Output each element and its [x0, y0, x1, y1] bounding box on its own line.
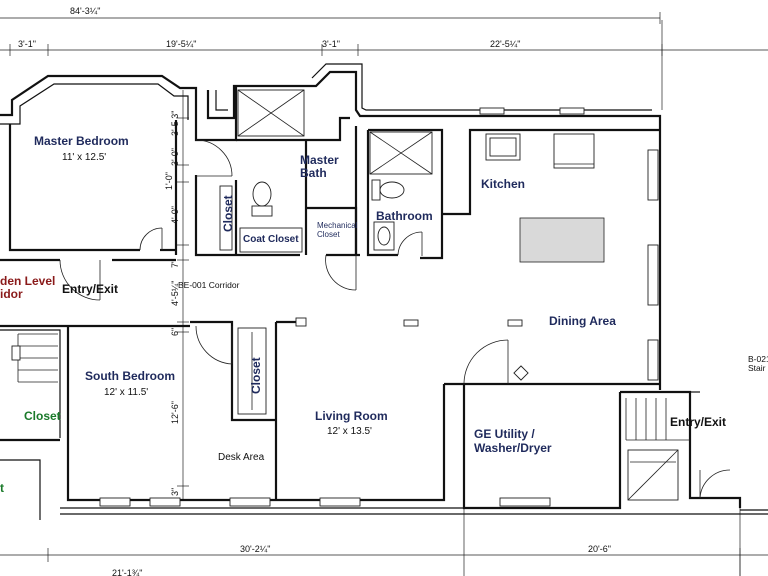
label-entry-exit-left: Entry/Exit [62, 282, 118, 296]
label-edge-t: t [0, 481, 4, 495]
dim-top-total: 84'-3¼" [70, 6, 100, 16]
label-corridor: BE-001 Corridor [178, 280, 240, 290]
dim-v-i: 3" [170, 488, 180, 496]
label-closet-vertical-2: Closet [249, 357, 263, 394]
label-utility-2: Washer/Dryer [474, 441, 552, 455]
label-entry-exit-right: Entry/Exit [670, 415, 726, 429]
label-closet-vertical: Closet [221, 195, 235, 232]
room-labels: Master Bedroom 11' x 12.5' Master Bath C… [0, 134, 768, 495]
dim-v-b: 3'-0" [170, 148, 180, 166]
label-south-bedroom-size: 12' x 11.5' [104, 387, 148, 398]
label-mechanical-1: Mechanical [317, 221, 358, 230]
label-master-bedroom-size: 11' x 12.5' [62, 152, 106, 163]
fixtures [11, 89, 690, 501]
dim-bottom-c: 21'-1¾" [112, 568, 142, 576]
label-stair-ref-2: Stair [748, 363, 766, 373]
dim-bottom-a: 30'-2¼" [240, 544, 270, 554]
label-south-bedroom: South Bedroom [85, 369, 175, 383]
dim-top-d: 22'-5¼" [490, 39, 520, 49]
label-bathroom: Bathroom [376, 209, 433, 223]
dim-top-c: 3'-1" [322, 39, 340, 49]
dimension-text: 84'-3¼" 3'-1" 19'-5¼" 3'-1" 22'-5¼" 30'-… [18, 6, 611, 576]
label-master-bath-1: Master [300, 153, 339, 167]
dim-bottom-b: 20'-6" [588, 544, 611, 554]
label-living-room-size: 12' x 13.5' [327, 426, 372, 437]
dim-v-g: 6" [170, 328, 180, 336]
dim-v-c: 1'-0" [164, 172, 174, 190]
doors [59, 139, 731, 499]
dim-v-f: 4'-5¼" [170, 281, 180, 306]
label-master-bedroom: Master Bedroom [34, 134, 129, 148]
dim-v-d: 4'-0" [170, 206, 180, 224]
label-mechanical-2: Closet [317, 230, 340, 239]
windows [99, 107, 659, 507]
label-coat-closet: Coat Closet [243, 234, 299, 245]
label-stair-ref-1: B-021 [748, 354, 768, 364]
label-garden-level-1: den Level [0, 274, 55, 288]
walls [0, 63, 768, 520]
dim-v-a: 3'-5 3" [170, 111, 180, 136]
label-living-room: Living Room [315, 409, 388, 423]
label-closet-green: Closet [24, 409, 61, 423]
dim-v-e: 7" [170, 260, 180, 268]
label-garden-level-2: idor [0, 287, 23, 301]
dim-top-b: 19'-5¼" [166, 39, 196, 49]
label-dining-area: Dining Area [549, 314, 616, 328]
label-desk-area: Desk Area [218, 452, 265, 463]
label-kitchen: Kitchen [481, 177, 525, 191]
dim-top-a: 3'-1" [18, 39, 36, 49]
label-utility-1: GE Utility / [474, 427, 535, 441]
dimension-lines [0, 12, 768, 576]
dim-v-h: 12'-6" [170, 401, 180, 424]
label-master-bath-2: Bath [300, 166, 327, 180]
